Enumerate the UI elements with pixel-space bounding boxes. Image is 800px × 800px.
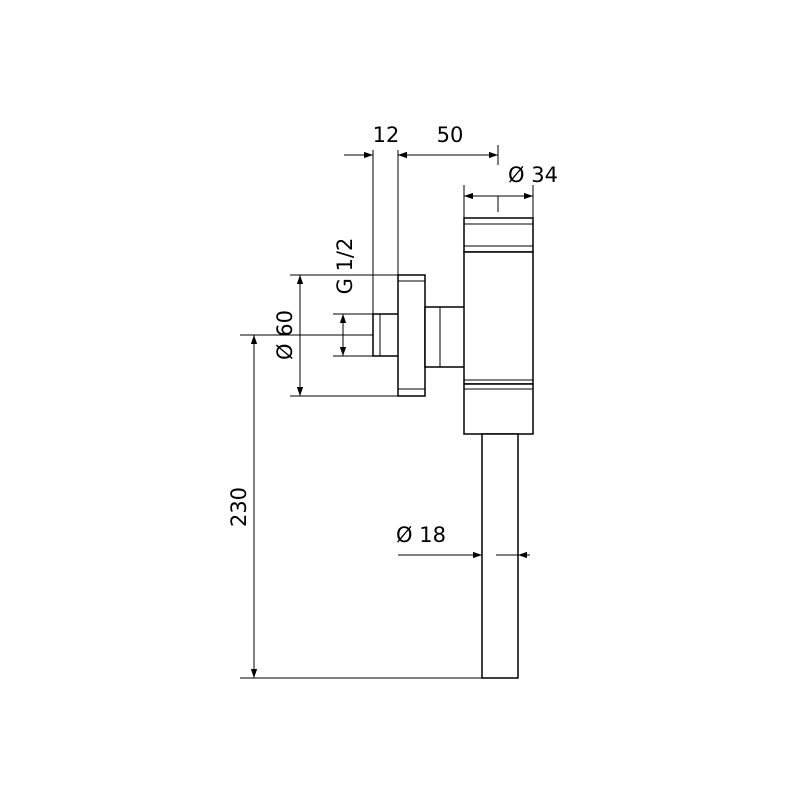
dim-label-12: 12 [373, 123, 400, 147]
dim-label-d34: Ø 34 [508, 163, 558, 187]
dim-pipe-diameter: Ø 18 [396, 523, 530, 559]
dim-label-d18: Ø 18 [396, 523, 446, 547]
dim-label-thread: G 1/2 [333, 238, 357, 295]
dim-label-230: 230 [227, 487, 251, 527]
dim-overall-height: 230 [227, 334, 482, 679]
top-cap [463, 217, 534, 253]
thread-nipple [372, 313, 401, 357]
dim-offset: 50 [398, 123, 499, 165]
dim-thread: G 1/2 [330, 238, 373, 357]
dim-label-50: 50 [437, 123, 464, 147]
wall-flange [397, 274, 426, 397]
flush-pipe [481, 433, 519, 679]
valve-body [463, 251, 534, 385]
lower-collar [463, 383, 534, 435]
dim-body-diameter: Ø 34 [463, 163, 558, 218]
flush-valve-outline [372, 217, 534, 679]
